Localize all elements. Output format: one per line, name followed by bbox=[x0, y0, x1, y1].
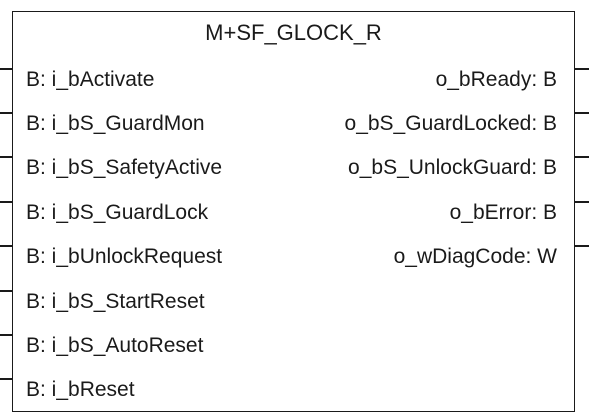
input-pin-label: B: i_bReset bbox=[26, 378, 135, 401]
output-pin-line bbox=[575, 245, 589, 247]
output-pin-label: o_bS_GuardLocked: B bbox=[344, 112, 557, 135]
input-pin-line bbox=[0, 245, 12, 247]
input-pin-label: B: i_bS_StartReset bbox=[26, 290, 205, 313]
output-pin-label: o_bReady: B bbox=[435, 68, 557, 91]
input-pin-line bbox=[0, 201, 12, 203]
input-pin-line bbox=[0, 156, 12, 158]
output-pin-label: o_bS_UnlockGuard: B bbox=[348, 156, 557, 179]
input-pin-line bbox=[0, 112, 12, 114]
input-pin-label: B: i_bS_GuardLock bbox=[26, 201, 209, 224]
output-pin-line bbox=[575, 156, 589, 158]
input-pin-line bbox=[0, 68, 12, 70]
output-pin-label: o_bError: B bbox=[449, 201, 557, 224]
output-pin-line bbox=[575, 68, 589, 70]
output-pin-line bbox=[575, 201, 589, 203]
block-title: M+SF_GLOCK_R bbox=[205, 20, 382, 45]
input-pin-line bbox=[0, 334, 12, 336]
input-pin-label: B: i_bS_GuardMon bbox=[26, 112, 205, 135]
input-pin-line bbox=[0, 290, 12, 292]
input-pin-label: B: i_bActivate bbox=[26, 68, 155, 91]
output-pin-line bbox=[575, 112, 589, 114]
input-pin-line bbox=[0, 378, 12, 380]
input-pin-label: B: i_bS_AutoReset bbox=[26, 334, 204, 357]
input-pin-label: B: i_bS_SafetyActive bbox=[26, 156, 223, 179]
function-block: M+SF_GLOCK_R B: i_bActivate B: i_bS_Guar… bbox=[12, 11, 575, 412]
input-pin-label: B: i_bUnlockRequest bbox=[26, 245, 223, 268]
output-pin-label: o_wDiagCode: W bbox=[393, 245, 557, 268]
